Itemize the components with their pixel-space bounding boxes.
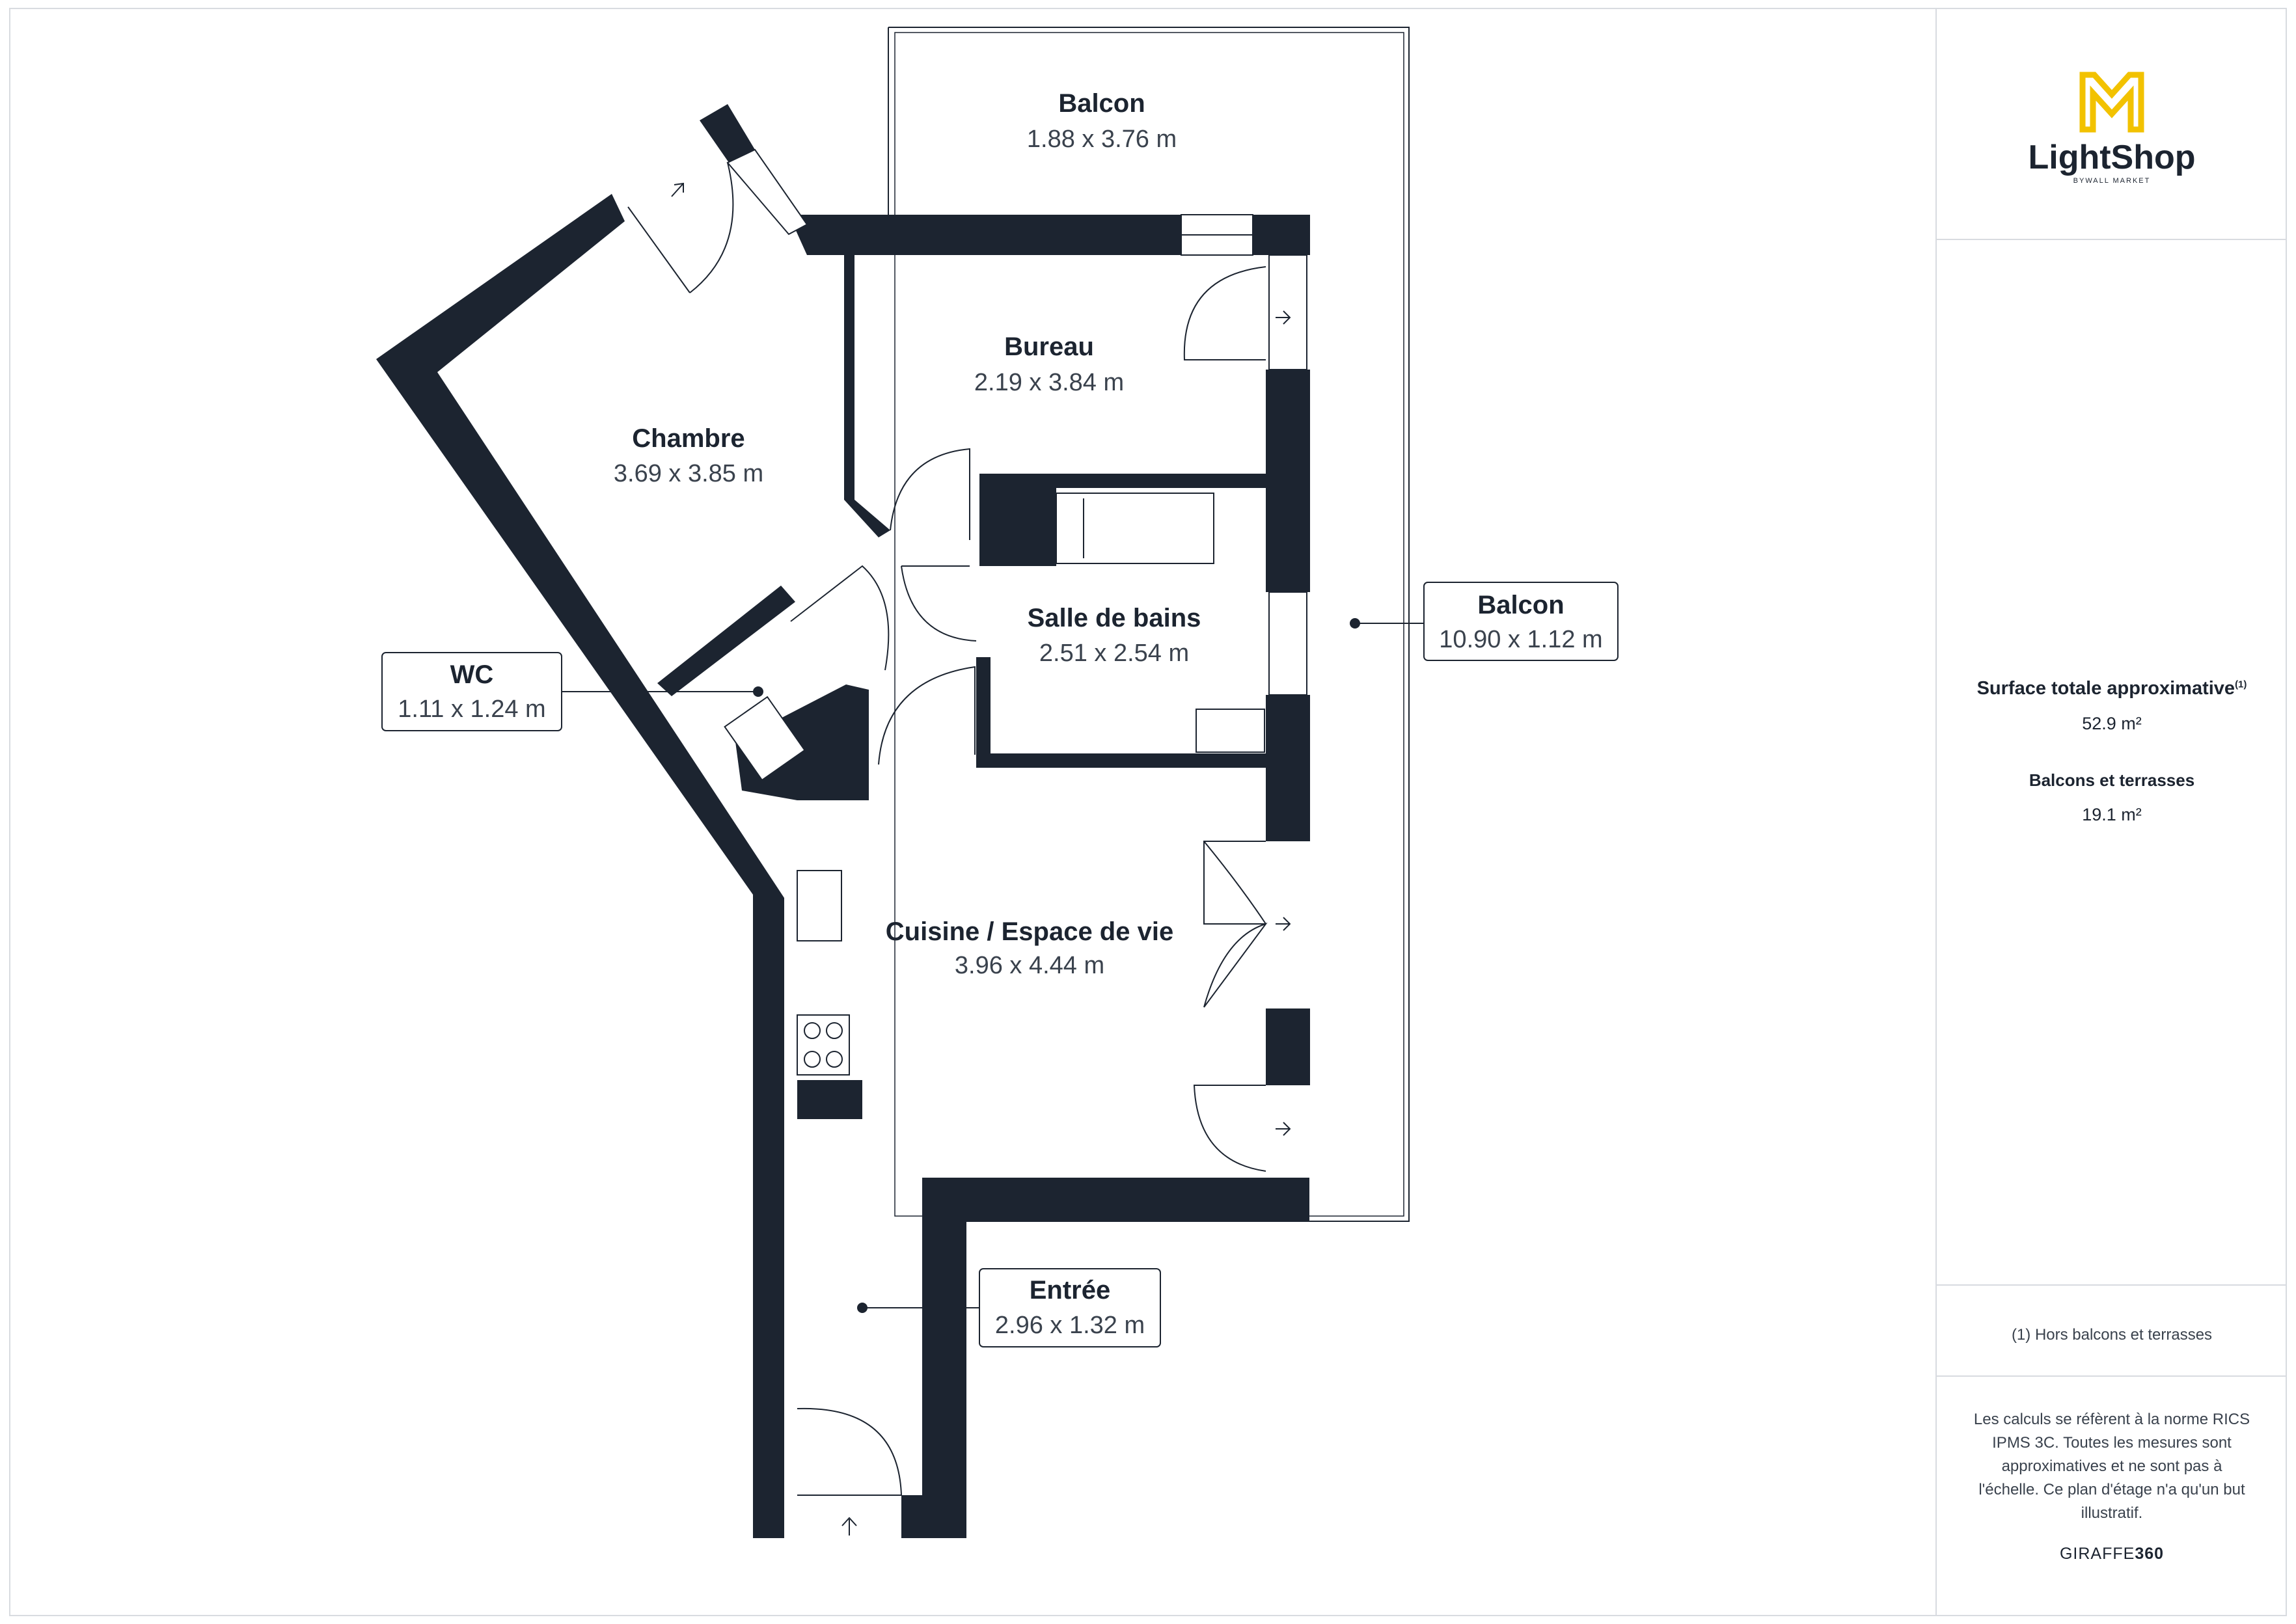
arrow-chambre <box>671 182 684 197</box>
burner-2 <box>826 1022 843 1039</box>
door-balcony-1 <box>1203 841 1266 925</box>
salle-de-bains-name: Salle de bains <box>1028 604 1201 632</box>
window-bureau-right <box>1268 254 1307 370</box>
wc-pin <box>753 686 763 697</box>
brand-sub: BYWALL MARKET <box>2073 177 2151 185</box>
wall-bath-block <box>979 488 1056 566</box>
chambre-dims: 3.69 x 3.85 m <box>614 460 763 487</box>
wall-top-right-block <box>1253 215 1310 255</box>
giraffe-number: 360 <box>2135 1545 2165 1563</box>
wall-right-2 <box>1266 695 1310 841</box>
divider <box>1937 1375 2287 1377</box>
entree-name: Entrée <box>1030 1276 1111 1305</box>
wall-bureau-left <box>844 255 854 500</box>
surface-title-text: Surface totale approximative <box>1976 678 2235 699</box>
wall-wc-top <box>657 586 795 696</box>
footnote: (1) Hors balcons et terrasses <box>2011 1326 2213 1344</box>
door-kitchen-bath <box>878 666 976 765</box>
brand-name: LightShop <box>2028 139 2196 176</box>
door-wc <box>790 565 890 671</box>
entry-arrow <box>841 1517 857 1536</box>
salle-de-bains-dims: 2.51 x 2.54 m <box>1039 640 1189 667</box>
cuisine-dims: 3.96 x 4.44 m <box>955 952 1104 979</box>
door-entree <box>797 1407 903 1496</box>
balcon-right-name: Balcon <box>1477 591 1564 619</box>
wall-angled-top <box>700 104 755 163</box>
bureau-dims: 2.19 x 3.84 m <box>974 369 1124 396</box>
window-bath-right <box>1268 591 1307 696</box>
surface-value: 52.9 m² <box>2082 714 2142 733</box>
chambre-name: Chambre <box>632 424 745 453</box>
balcon-top-dims: 1.88 x 3.76 m <box>1027 126 1177 153</box>
wall-bottom-long <box>922 1178 1309 1222</box>
wall-top-bureau <box>789 215 1181 255</box>
kitchen-sink <box>797 870 842 941</box>
bath-sink <box>1196 709 1265 753</box>
burner-1 <box>804 1022 821 1039</box>
arrow-balcony-2 <box>1276 1122 1291 1136</box>
divider <box>1937 1284 2287 1286</box>
burner-4 <box>826 1051 843 1068</box>
door-balcony-1-arc <box>1203 841 1268 1008</box>
wall-entree-right <box>922 1178 966 1538</box>
sidebar: LightShop BYWALL MARKET Surface totale a… <box>1935 8 2287 1616</box>
window-chambre-top <box>726 148 808 236</box>
door-chambre-top <box>627 162 734 293</box>
burner-3 <box>804 1051 821 1068</box>
arrow-bureau <box>1276 310 1291 325</box>
wall-bureau-corner <box>844 500 890 537</box>
door-bureau-right <box>1183 266 1266 360</box>
brand-logo-icon <box>2079 72 2144 133</box>
brand-block: LightShop BYWALL MARKET <box>1937 70 2287 185</box>
toilet <box>724 696 806 781</box>
door-chambre-bureau <box>890 448 970 540</box>
entree-pin <box>857 1303 868 1313</box>
stove <box>797 1014 850 1076</box>
balcons-value: 19.1 m² <box>2082 805 2142 824</box>
giraffe-credit: GIRAFFE360 <box>1937 1545 2287 1563</box>
giraffe-text: GIRAFFE <box>2059 1545 2135 1563</box>
cuisine-name: Cuisine / Espace de vie <box>886 917 1173 946</box>
surface-block: Surface totale approximative(1) 52.9 m² … <box>1937 678 2287 825</box>
wall-bath-bottom <box>989 753 1266 768</box>
wall-right-3 <box>1266 1008 1310 1085</box>
door-balcony-2 <box>1193 1085 1266 1172</box>
balcon-right-label-box <box>1423 582 1619 661</box>
balcons-title: Balcons et terrasses <box>2029 770 2195 790</box>
wall-kitchen-lower <box>797 1080 862 1119</box>
bathtub <box>1056 493 1214 564</box>
bureau-name: Bureau <box>1004 332 1094 361</box>
surface-note-ref: (1) <box>2235 679 2247 690</box>
arrow-balcony-1 <box>1276 917 1291 931</box>
balcon-top-name: Balcon <box>1058 89 1145 118</box>
entree-dims: 2.96 x 1.32 m <box>995 1312 1145 1339</box>
page-frame <box>9 8 2287 1616</box>
wc-name: WC <box>450 660 494 689</box>
wall-bath-left <box>976 657 991 768</box>
divider <box>1937 239 2287 240</box>
wc-dims: 1.11 x 1.24 m <box>398 696 545 723</box>
door-bath <box>901 565 977 642</box>
wall-entree-step <box>901 1495 966 1538</box>
wall-right-1 <box>1266 370 1310 592</box>
wall-chambre-left <box>376 194 784 1538</box>
surface-title: Surface totale approximative(1) <box>1937 678 2287 699</box>
balcon-right-pin <box>1350 618 1360 629</box>
balcon-right-dims: 10.90 x 1.12 m <box>1439 626 1602 653</box>
floor-plan: Balcon 1.88 x 3.76 m Bureau 2.19 x 3.84 … <box>376 27 1619 1538</box>
disclaimer: Les calculs se réfèrent à la norme RICS … <box>1973 1411 2250 1522</box>
wall-bureau-bottom <box>979 474 1266 488</box>
